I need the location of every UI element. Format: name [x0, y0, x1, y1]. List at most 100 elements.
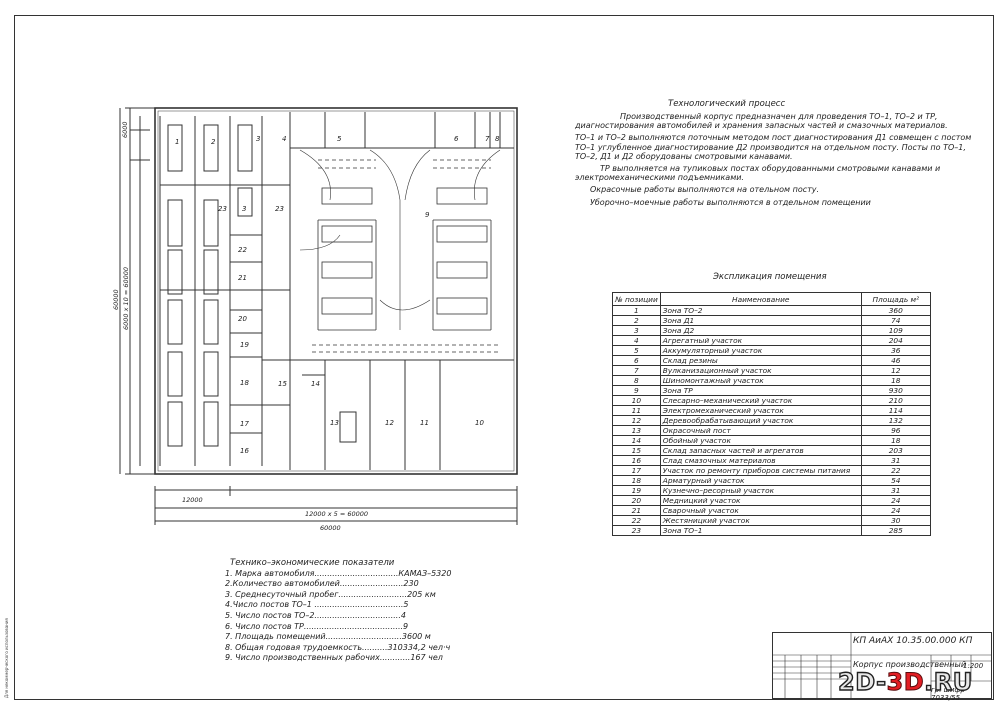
table-cell-name: Зона ТО–1 [659, 525, 862, 536]
table-cell-name: Кузнечно–ресорный участок [659, 485, 862, 496]
header-name: Наименование [659, 292, 862, 306]
tep-title: Технико–экономические показатели [230, 558, 395, 568]
table-cell-name: Арматурный участок [659, 475, 862, 486]
room-label: 18 [240, 379, 249, 387]
table-cell-name: Жестяницкий участок [659, 515, 862, 526]
table-cell-name: Слесарно–механический участок [659, 395, 862, 406]
table-cell-num: 16 [612, 455, 661, 466]
side-note: Для некоммерческого использования [4, 618, 9, 698]
table-cell-area: 22 [860, 465, 931, 476]
table-cell-num: 19 [612, 485, 661, 496]
room-label: 16 [240, 447, 249, 455]
table-cell-area: 30 [860, 515, 931, 526]
table-cell-num: 14 [612, 435, 661, 446]
tep-item: 9. Число производственных рабочих.......… [225, 653, 443, 663]
tech-process-title: Технологический процесс [668, 99, 786, 109]
table-cell-area: 24 [860, 505, 931, 516]
title-block-grid [773, 633, 991, 698]
table-cell-name: Медницкий участок [659, 495, 862, 506]
table-cell-num: 5 [612, 345, 661, 356]
table-cell-num: 9 [612, 385, 661, 396]
table-cell-num: 23 [612, 525, 661, 536]
table-cell-name: Электромеханический участок [659, 405, 862, 416]
tep-item: 6. Число постов ТР......................… [225, 621, 409, 631]
table-cell-num: 8 [612, 375, 661, 386]
room-label: 22 [238, 246, 247, 254]
tep-item: 3. Среднесуточный пробег................… [225, 589, 436, 599]
explication-title: Экспликация помещения [713, 272, 827, 282]
dim-6000: 6000 [121, 121, 129, 138]
room-label: 17 [240, 420, 249, 428]
room-label: 1 [175, 138, 179, 146]
room-label: 8 [495, 135, 500, 143]
table-cell-area: 18 [860, 435, 931, 446]
table-cell-num: 21 [612, 505, 661, 516]
header-num: № позиции [612, 292, 661, 306]
room-label: 4 [282, 135, 286, 143]
tep-item: 5. Число постов ТО–2....................… [225, 610, 406, 620]
table-cell-area: 204 [860, 335, 931, 346]
drawing-name: Корпус производственный [853, 660, 967, 669]
room-label: 2 [211, 138, 216, 146]
room-label: 21 [238, 274, 247, 282]
table-cell-name: Окрасочный пост [659, 425, 862, 436]
table-cell-name: Деревообрабатывающий участок [659, 415, 862, 426]
table-cell-num: 3 [612, 325, 661, 336]
table-cell-name: Сварочный участок [659, 505, 862, 516]
drawing-scale: 1:200 [963, 662, 984, 670]
room-label: 23 [275, 205, 284, 213]
table-cell-name: Вулканизационный участок [659, 365, 862, 376]
drawing-code: КП АиАХ 10.35.00.000 КП [853, 636, 973, 646]
table-cell-area: 109 [860, 325, 931, 336]
table-cell-name: Зона Д1 [659, 315, 862, 326]
table-cell-name: Склад резины [659, 355, 862, 366]
table-cell-area: 24 [860, 495, 931, 506]
tech-line: ТО–1 и ТО–2 выполняются поточным методом… [575, 133, 972, 161]
room-label: 15 [278, 380, 287, 388]
tech-line: Окрасочные работы выполняются на отельно… [590, 185, 820, 195]
room-label: 5 [337, 135, 342, 143]
table-cell-name: Аккумуляторный участок [659, 345, 862, 356]
tep-item: 4.Число постов ТО–1 ....................… [225, 600, 409, 610]
group-code: гр. шифр 7033/55 [931, 686, 965, 702]
table-cell-area: 210 [860, 395, 931, 406]
table-cell-num: 7 [612, 365, 661, 376]
dim-left-series: 6000 х 10 = 60000 [122, 267, 130, 330]
table-cell-name: Участок по ремонту приборов системы пита… [659, 465, 862, 476]
room-label: 9 [425, 211, 430, 219]
room-label: 23 [218, 205, 227, 213]
tech-line: Производственный корпус предназначен для… [575, 112, 948, 131]
table-cell-num: 22 [612, 515, 661, 526]
dim-bottom-series: 12000 х 5 = 60000 [305, 510, 368, 518]
table-cell-area: 36 [860, 345, 931, 356]
table-cell-name: Зона ТО–2 [659, 305, 862, 316]
table-cell-area: 18 [860, 375, 931, 386]
table-cell-num: 18 [612, 475, 661, 486]
room-label: 10 [475, 419, 484, 427]
table-cell-name: Шиномонтажный участок [659, 375, 862, 386]
table-cell-name: Зона ТР [659, 385, 862, 396]
table-cell-area: 31 [860, 455, 931, 466]
room-label: 3 [256, 135, 260, 143]
dim-bottom-12000: 12000 [182, 496, 203, 504]
tech-line: Уборочно–моечные работы выполняются в от… [590, 197, 871, 207]
header-area: Площадь м² [860, 292, 931, 306]
room-label: 14 [311, 380, 320, 388]
table-cell-name: Склад запасных частей и агрегатов [659, 445, 862, 456]
room-label: 19 [240, 341, 249, 349]
title-block: КП АиАХ 10.35.00.000 КП Корпус производс… [772, 632, 992, 702]
table-cell-num: 2 [612, 315, 661, 326]
table-cell-num: 13 [612, 425, 661, 436]
